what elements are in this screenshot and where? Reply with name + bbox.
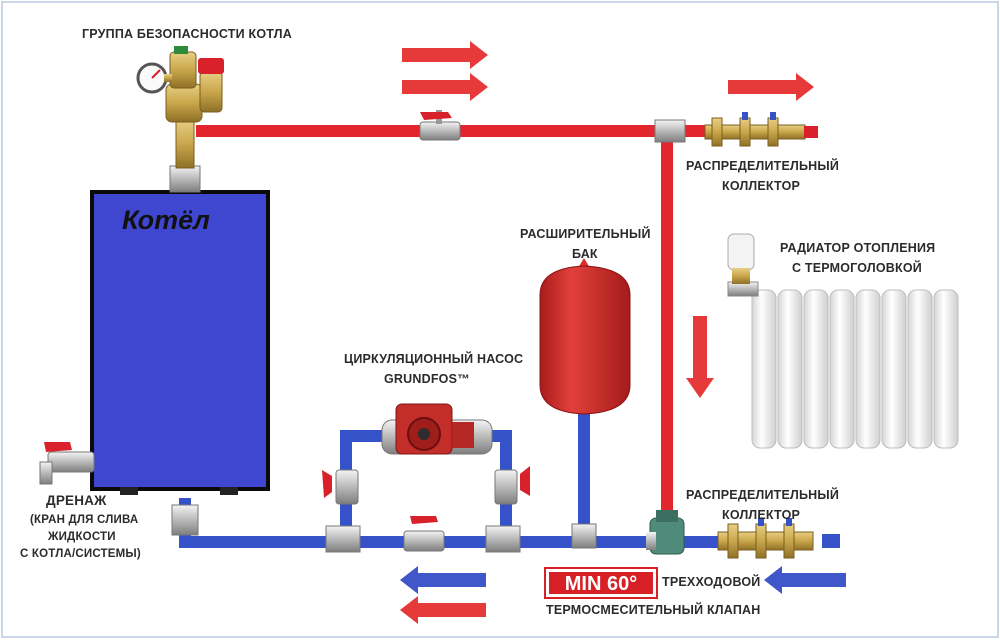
flow-arrow-icon [400,596,486,624]
collector-bottom-label-line2: КОЛЛЕКТОР [722,508,800,522]
drain-label-line4: С КОТЛА/СИСТЕМЫ) [20,548,141,560]
boiler-title: Котёл [122,205,210,235]
three-way-valve-icon [646,510,685,555]
top-collector [654,112,818,147]
safety-group [136,46,224,193]
drain-label-line3: ЖИДКОСТИ [47,531,116,543]
collector-top-label-line2: КОЛЛЕКТОР [722,179,800,193]
flow-arrow-icon [764,566,846,594]
mixing-valve-label-line1: ТРЕХХОДОВОЙ [662,574,760,589]
min-badge-text: MIN 60° [565,573,637,595]
radiator-label-line2: С ТЕРМОГОЛОВКОЙ [792,260,922,275]
pump-label-line2: GRUNDFOS™ [384,372,470,386]
flow-arrow-icon [728,73,814,101]
pump-label-line1: ЦИРКУЛЯЦИОННЫЙ НАСОС [344,351,523,366]
flow-arrow-icon [402,73,488,101]
drain-valve [39,442,95,485]
safety-group-label: ГРУППА БЕЗОПАСНОСТИ КОТЛА [82,27,292,41]
ball-valve-icon [322,469,359,505]
radiator-label-line1: РАДИАТОР ОТОПЛЕНИЯ [780,241,935,255]
expansion-tank-label-line2: БАК [572,247,598,261]
collector-bottom-label-line1: РАСПРЕДЕЛИТЕЛЬНЫЙ [686,487,839,502]
thermostatic-head-icon [727,233,755,284]
expansion-tank-icon [539,258,631,549]
flow-arrow-icon [402,41,488,69]
collector-top-label-line1: РАСПРЕДЕЛИТЕЛЬНЫЙ [686,158,839,173]
drain-label-line1: ДРЕНАЖ [46,493,107,508]
ball-valve-icon [494,466,530,505]
min-temperature-badge: MIN 60° [544,567,658,599]
flow-arrow-icon [686,316,714,398]
flow-arrow-icon [400,566,486,594]
pressure-gauge-icon [136,62,172,94]
drain-label-line2: (КРАН ДЛЯ СЛИВА [30,514,138,526]
ball-valve-icon [403,516,445,552]
ball-valve-icon [419,110,461,141]
boiler: Котёл [90,190,270,495]
circulation-pump-icon [381,403,493,455]
mixing-valve-label-line2: ТЕРМОСМЕСИТЕЛЬНЫЙ КЛАПАН [546,602,760,617]
radiator-icon [727,281,959,449]
expansion-tank-label-line1: РАСШИРИТЕЛЬНЫЙ [520,226,651,241]
bottom-collector [717,518,840,559]
